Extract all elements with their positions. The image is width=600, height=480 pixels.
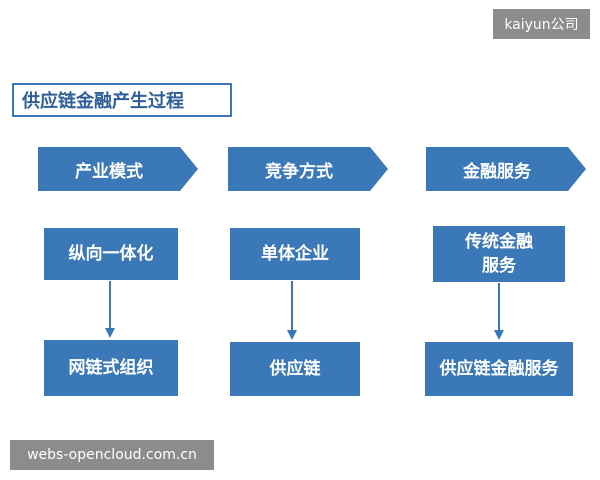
column-2-bottom-label: 供应链 [269,359,321,379]
column-3-top-label: 传统金融服务 [465,232,533,276]
column-header-1-label: 产业模式 [75,161,143,182]
watermark-top: kaiyun公司 [493,9,590,39]
column-3-bottom-label: 供应链金融服务 [439,359,559,379]
column-header-1: 产业模式 [38,147,198,191]
column-3-bottom-box: 供应链金融服务 [425,342,573,396]
column-3-top-box: 传统金融服务 [433,226,565,282]
column-header-3-label: 金融服务 [463,161,531,182]
down-arrow-icon [287,281,297,340]
diagram-title: 供应链金融产生过程 [12,83,232,117]
column-1-top-box: 纵向一体化 [44,228,178,280]
column-1-bottom-box: 网链式组织 [44,340,178,396]
down-arrow-icon [494,283,504,340]
column-2-top-box: 单体企业 [230,228,360,280]
column-1-bottom-label: 网链式组织 [68,358,154,378]
column-header-3: 金融服务 [426,147,586,191]
down-arrow-icon [105,281,115,338]
column-2-top-label: 单体企业 [261,244,329,264]
column-1-top-label: 纵向一体化 [68,244,154,264]
chevron-arrow-icon [228,147,388,191]
column-2-bottom-box: 供应链 [230,342,360,396]
diagram-title-text: 供应链金融产生过程 [22,91,184,112]
chevron-arrow-icon [426,147,586,191]
column-header-2: 竞争方式 [228,147,388,191]
column-header-2-label: 竞争方式 [265,161,333,182]
watermark-bottom: webs-opencloud.com.cn [10,440,214,470]
chevron-arrow-icon [38,147,198,191]
